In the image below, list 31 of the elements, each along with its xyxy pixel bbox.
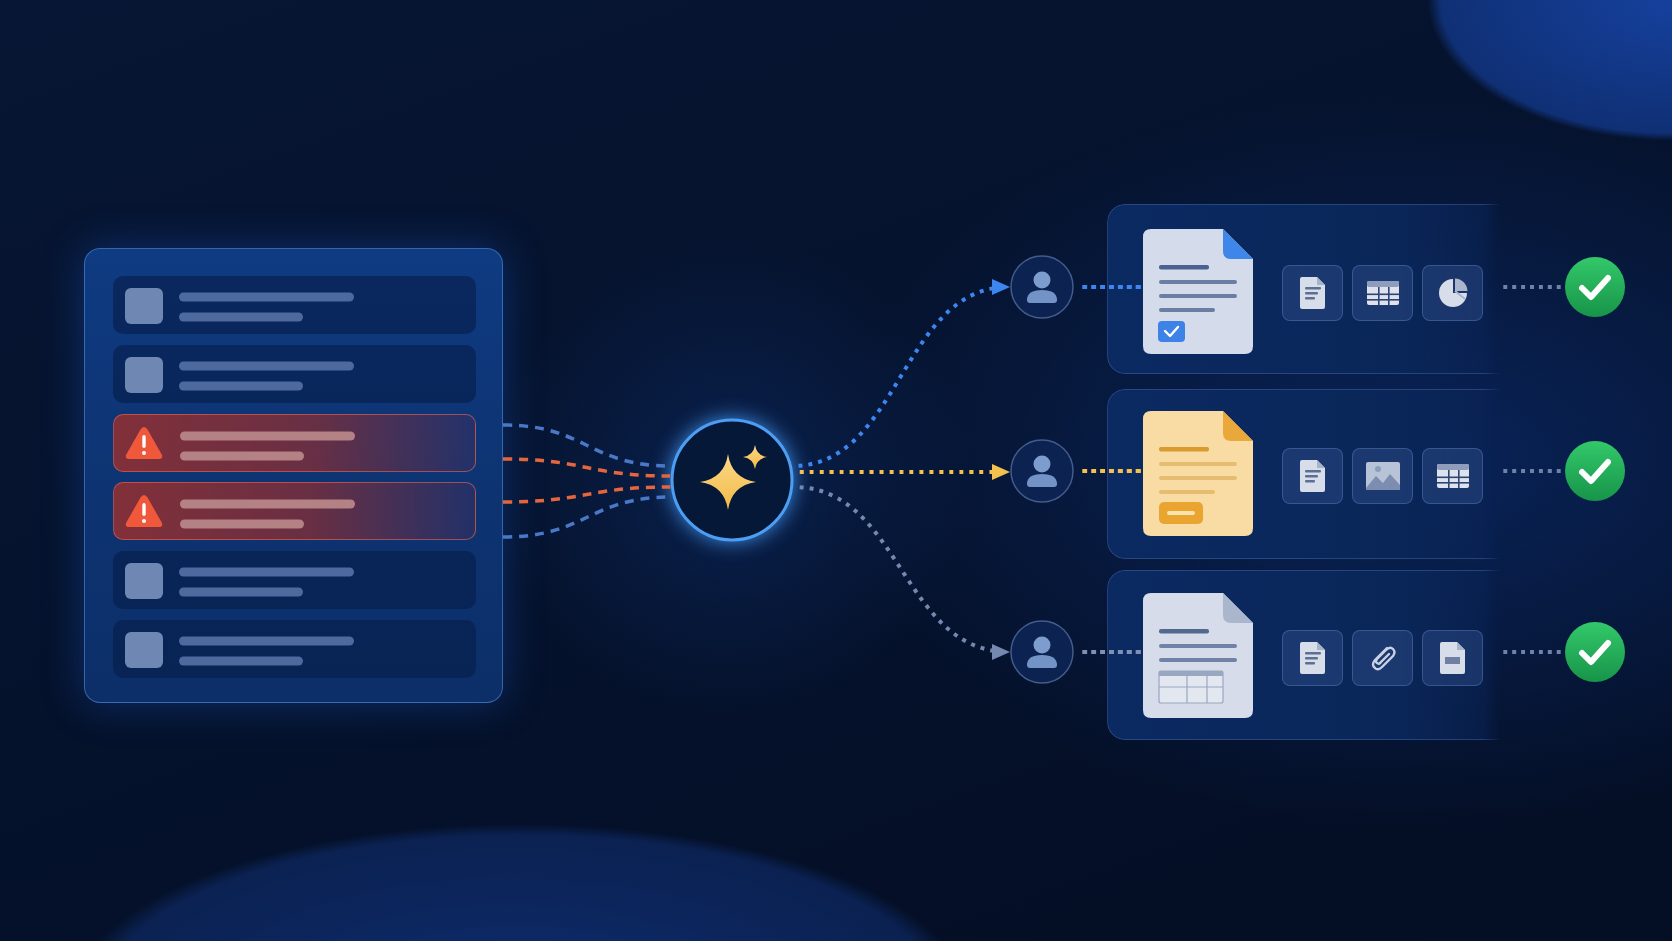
dashed-connector [502,485,671,504]
check-icon [1565,622,1625,682]
file-type-tile [1282,265,1343,321]
warning-row [113,414,476,472]
warning-row [113,482,476,540]
file-type-tile [1422,448,1483,504]
user-avatar-icon [1010,439,1074,503]
document-icon [1143,593,1253,718]
document-icon [1143,229,1253,354]
document-icon [1143,411,1253,536]
sparkle-hub-circle [670,418,794,542]
file-type-tile [1422,265,1483,321]
file-row-panel [1107,570,1499,740]
dashed-connector [502,457,671,478]
check-icon [1565,441,1625,501]
user-avatar-icon [1010,255,1074,319]
file-type-tile [1282,630,1343,686]
file-type-tile [1352,265,1413,321]
list-row [113,620,476,678]
list-row [113,276,476,334]
file-row-panel [1107,389,1499,559]
file-type-tile [1352,630,1413,686]
list-panel [84,248,503,703]
list-row [113,551,476,609]
file-type-tile [1422,630,1483,686]
check-icon [1565,257,1625,317]
user-avatar-icon [1010,620,1074,684]
file-type-tile [1282,448,1343,504]
list-row [113,345,476,403]
file-row-panel [1107,204,1499,374]
file-type-tile [1352,448,1413,504]
